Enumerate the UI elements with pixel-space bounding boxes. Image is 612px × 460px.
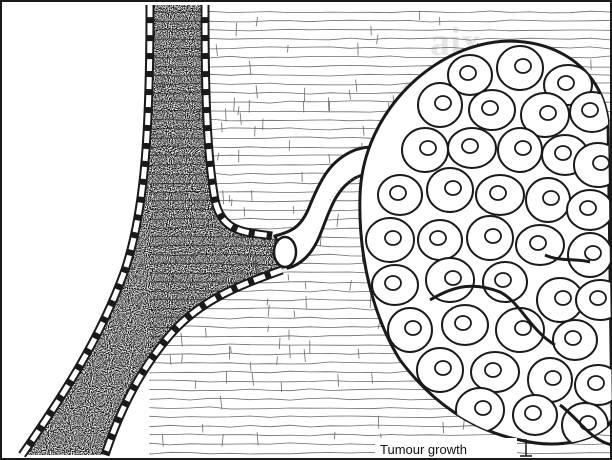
tissue-cross-fibre xyxy=(305,283,306,290)
tissue-cross-fibre xyxy=(268,326,269,332)
tissue-cross-fibre xyxy=(288,45,289,53)
cell-nucleus xyxy=(405,321,421,335)
tissue-cross-fibre xyxy=(162,435,163,447)
cell-nucleus xyxy=(588,376,604,390)
tissue-cross-fibre xyxy=(356,80,357,93)
tissue-cross-fibre xyxy=(223,190,224,204)
tissue-cross-fibre xyxy=(350,280,352,291)
cell-nucleus xyxy=(485,229,501,243)
tissue-fibre xyxy=(150,29,610,31)
cell-nucleus xyxy=(593,156,609,170)
tissue-cross-fibre xyxy=(363,126,364,136)
tissue-cross-fibre xyxy=(226,108,227,121)
tissue-cross-fibre xyxy=(181,333,183,347)
tissue-cross-fibre xyxy=(349,90,350,100)
cell-nucleus xyxy=(435,361,451,375)
cell-nucleus xyxy=(482,101,498,115)
cell-nucleus xyxy=(515,321,531,335)
tissue-cross-fibre xyxy=(231,347,232,353)
cell-nucleus xyxy=(525,406,541,420)
tumour-growth-label: Tumour growth xyxy=(375,438,532,458)
tissue-cross-fibre xyxy=(290,345,291,358)
cell-nucleus xyxy=(543,191,559,205)
cell-nucleus xyxy=(385,231,401,245)
cell-nucleus xyxy=(460,66,476,80)
cell-nucleus xyxy=(435,96,451,110)
cell-nucleus xyxy=(590,291,606,305)
cell-nucleus xyxy=(545,371,561,385)
tumour-mass xyxy=(360,41,612,447)
tissue-fibre xyxy=(150,38,610,40)
tissue-cross-fibre xyxy=(372,373,373,383)
tumour-growth-text: Tumour growth xyxy=(380,442,467,457)
tissue-cross-fibre xyxy=(182,355,183,362)
cell-nucleus xyxy=(390,186,406,200)
cell-nucleus xyxy=(555,146,571,160)
tissue-cross-fibre xyxy=(443,422,444,433)
tissue-cross-fibre xyxy=(328,97,329,111)
cell-nucleus xyxy=(455,316,471,330)
tissue-cross-fibre xyxy=(240,113,241,125)
tissue-cross-fibre xyxy=(267,298,268,305)
tissue-cross-fibre xyxy=(220,396,221,410)
tissue-cross-fibre xyxy=(288,274,289,280)
cell-nucleus xyxy=(475,401,491,415)
cell-nucleus xyxy=(420,141,436,155)
tissue-cross-fibre xyxy=(293,206,294,214)
cell-nucleus xyxy=(462,139,478,153)
tissue-cross-fibre xyxy=(250,362,251,371)
tissue-cross-fibre xyxy=(256,85,257,98)
cell-nucleus xyxy=(445,271,461,285)
cell-nucleus xyxy=(430,231,446,245)
tissue-cross-fibre xyxy=(289,140,290,150)
cell-nucleus xyxy=(585,246,601,260)
cell-nucleus xyxy=(555,291,571,305)
tissue-cross-fibre xyxy=(252,373,253,386)
tissue-cross-fibre xyxy=(217,153,219,161)
tissue-cross-fibre xyxy=(338,374,339,387)
cell-nucleus xyxy=(385,276,401,290)
cell-nucleus xyxy=(558,76,574,90)
cell-nucleus xyxy=(495,273,511,287)
cell-nucleus xyxy=(490,186,506,200)
cell-nucleus xyxy=(515,59,531,73)
cell-nucleus xyxy=(565,331,581,345)
tissue-cross-fibre xyxy=(294,310,295,317)
tissue-cross-fibre xyxy=(337,214,339,227)
tissue-cross-fibre xyxy=(250,61,251,75)
tissue-cross-fibre xyxy=(222,122,223,132)
tissue-cross-fibre xyxy=(234,98,235,112)
cell-nucleus xyxy=(580,201,596,215)
cell-nucleus xyxy=(445,181,461,195)
tissue-cross-fibre xyxy=(238,106,239,115)
sprout-tip-cell xyxy=(274,237,296,267)
tissue-cross-fibre xyxy=(358,349,359,359)
tissue-fibre xyxy=(150,20,610,22)
tissue-cross-fibre xyxy=(222,434,223,446)
tissue-cross-fibre xyxy=(195,381,196,389)
cell-nucleus xyxy=(582,103,598,117)
tissue-cross-fibre xyxy=(335,432,336,439)
cell-nucleus xyxy=(530,236,546,250)
tissue-cross-fibre xyxy=(268,305,269,317)
tissue-cross-fibre xyxy=(205,328,206,337)
cell-nucleus xyxy=(485,363,501,377)
tissue-cross-fibre xyxy=(257,432,258,445)
cell-nucleus xyxy=(515,141,531,155)
tissue-cross-fibre xyxy=(279,338,280,349)
blood-vessel xyxy=(22,5,293,455)
tissue-fibre xyxy=(150,11,610,13)
tissue-cross-fibre xyxy=(378,321,380,329)
tissue-cross-fibre xyxy=(216,44,217,56)
tissue-cross-fibre xyxy=(304,349,305,362)
cell-nucleus xyxy=(540,106,556,120)
